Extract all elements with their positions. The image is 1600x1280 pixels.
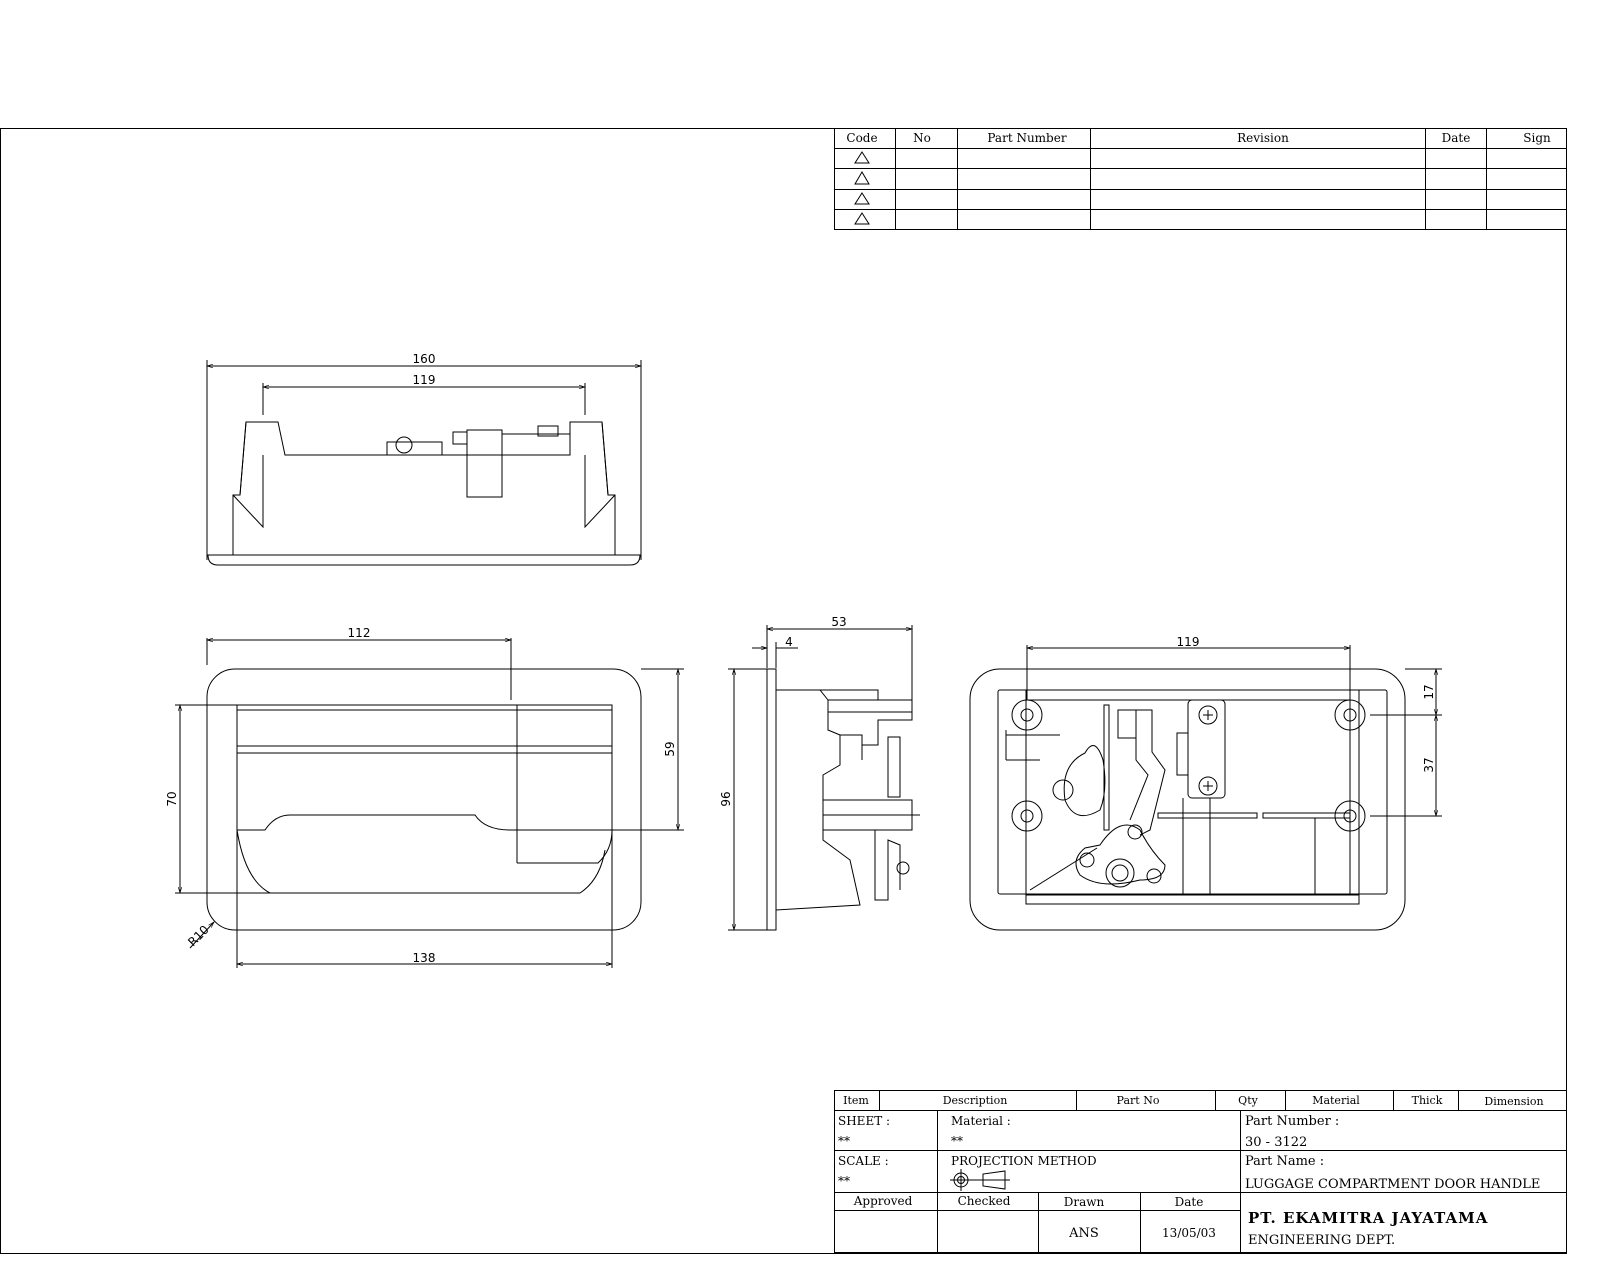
scale-value: ** [838,1174,850,1188]
parts-header-thick: Thick [1412,1094,1443,1107]
screw-icon [1198,776,1218,796]
dim-138: 138 [413,951,436,965]
dim-59: 59 [663,741,677,756]
dim-119-rear: 119 [1177,635,1200,649]
rear-view: 119 17 37 [969,635,1442,931]
parts-header-part-no: Part No [1117,1094,1160,1107]
part-number-value: 30 - 3122 [1245,1135,1307,1150]
sheet-value: ** [838,1134,850,1148]
triangle-icon [854,171,870,185]
checked-label: Checked [958,1194,1011,1208]
rev-header-code: Code [846,131,877,145]
mounting-hole [1334,800,1366,832]
screw-icon [1198,705,1218,725]
rev-header-sign: Sign [1523,131,1551,145]
sheet-label: SHEET : [838,1114,890,1128]
dim-r10: R10 [185,923,212,950]
dim-70: 70 [165,791,179,806]
mounting-hole [1011,699,1043,731]
triangle-icon [854,151,870,164]
mounting-hole [1011,800,1043,832]
part-name-value: LUGGAGE COMPARTMENT DOOR HANDLE [1245,1177,1540,1192]
date-value: 13/05/03 [1162,1226,1216,1240]
revision-table: Code No Part Number Revision Date Sign [834,128,1567,230]
projection-method-label: PROJECTION METHOD [951,1154,1097,1168]
company-name: PT. EKAMITRA JAYATAMA [1248,1209,1488,1227]
material-value: ** [951,1134,963,1148]
date-label: Date [1175,1195,1204,1209]
drawn-label: Drawn [1064,1195,1105,1209]
part-number-label: Part Number : [1245,1114,1339,1129]
scale-label: SCALE : [838,1154,889,1168]
dim-96: 96 [719,791,733,806]
part-name-label: Part Name : [1245,1154,1324,1169]
parts-header-qty: Qty [1238,1094,1258,1107]
dim-4: 4 [785,635,793,649]
dim-119-top: 119 [413,373,436,387]
parts-header-dimension: Dimension [1484,1095,1543,1108]
front-view: 112 70 59 138 R10 [165,626,684,968]
parts-header-description: Description [943,1094,1008,1107]
dim-160: 160 [413,352,436,366]
parts-header-material: Material [1312,1094,1360,1107]
material-label: Material : [951,1114,1011,1128]
first-angle-projection-icon [950,1169,1010,1191]
rev-header-date: Date [1442,131,1471,145]
drawn-value: ANS [1068,1226,1099,1241]
dim-112: 112 [348,626,371,640]
top-view: 160 119 [207,352,641,566]
rev-header-part-number: Part Number [987,131,1066,145]
rev-header-no: No [913,131,931,145]
approved-label: Approved [853,1194,913,1208]
department-name: ENGINEERING DEPT. [1248,1233,1395,1248]
parts-header-item: Item [843,1094,869,1107]
dim-17: 17 [1422,684,1436,699]
triangle-icon [854,212,870,225]
side-view: 53 4 96 [719,615,920,930]
sheet-border [0,128,1567,1254]
title-block: SHEET : ** Material : ** SCALE : ** PROJ… [834,1110,1567,1253]
rev-header-revision: Revision [1237,131,1289,145]
dim-53: 53 [831,615,846,629]
dim-37: 37 [1422,757,1436,772]
parts-list-header: Item Description Part No Qty Material Th… [834,1090,1567,1111]
triangle-icon [854,192,870,205]
